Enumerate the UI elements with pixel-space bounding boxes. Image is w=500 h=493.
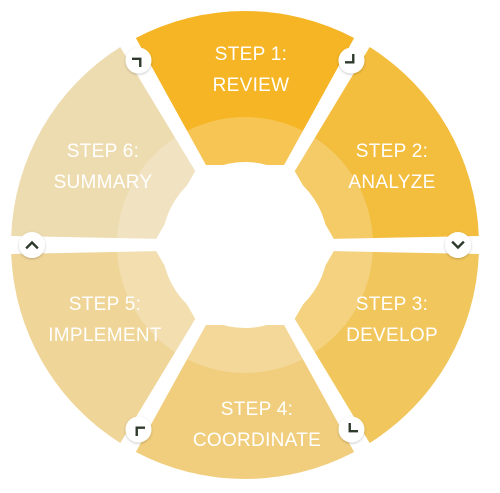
step-1-title: REVIEW (213, 75, 290, 96)
step-3-label: STEP 3: DEVELOP (346, 294, 438, 346)
step-4-label: STEP 4: COORDINATE (193, 399, 321, 451)
step-4-number: STEP 4: (221, 399, 294, 420)
step-2-label: STEP 2: ANALYZE (348, 141, 435, 193)
step-1-label: STEP 1: REVIEW (213, 44, 290, 96)
step-labels: STEP 1: REVIEW STEP 2: ANALYZE STEP 3: DEVELO… (48, 44, 438, 451)
chevron-icon (445, 232, 471, 258)
step-5-segment (11, 251, 196, 444)
step-4-title: COORDINATE (193, 430, 321, 451)
step-5-number: STEP 5: (69, 294, 142, 315)
step-1-number: STEP 1: (215, 44, 288, 65)
chevron-icon (338, 416, 365, 443)
step-6-segment (11, 46, 196, 239)
step-1-segment (135, 10, 355, 166)
arrow-badges (19, 47, 471, 443)
chevron-icon (125, 416, 152, 443)
step-3-title: DEVELOP (346, 325, 438, 346)
center-hole (162, 162, 328, 328)
step-4-segment (135, 324, 355, 479)
step-6-number: STEP 6: (67, 141, 140, 162)
step-3-segment (294, 251, 479, 444)
step-5-label: STEP 5: IMPLEMENT (48, 294, 162, 346)
step-2-number: STEP 2: (356, 141, 429, 162)
step-2-title: ANALYZE (348, 172, 435, 193)
step-6-label: STEP 6: SUMMARY (54, 141, 153, 193)
step-3-number: STEP 3: (356, 294, 429, 315)
chevron-icon (19, 232, 45, 258)
chevron-icon (338, 47, 365, 74)
step-6-title: SUMMARY (54, 172, 153, 193)
cycle-segments (11, 10, 479, 479)
step-5-title: IMPLEMENT (48, 325, 162, 346)
chevron-icon (125, 47, 152, 74)
step-2-segment (294, 46, 479, 239)
